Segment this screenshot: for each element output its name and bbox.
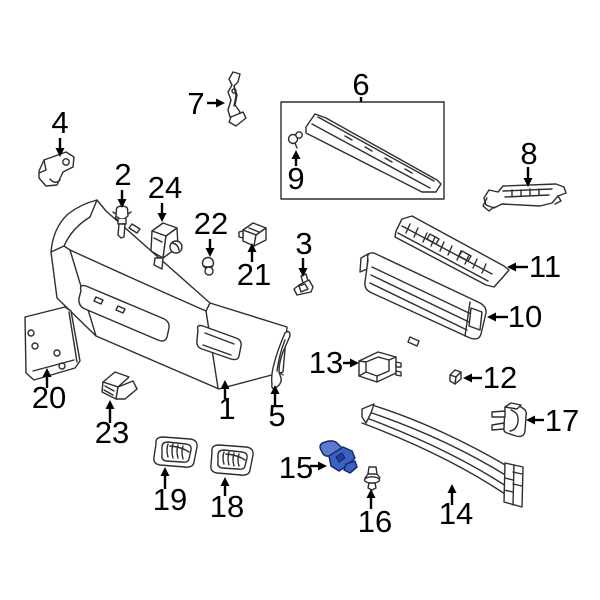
part-1-callout: 1	[218, 380, 236, 426]
part-17-label[interactable]: 17	[545, 403, 579, 438]
part-14-label[interactable]: 14	[439, 496, 473, 531]
part-14-reinforcement-beam-drawing	[361, 403, 524, 508]
part-21-label[interactable]: 21	[237, 257, 271, 292]
part-11-arrow	[507, 262, 528, 272]
part-24-arrow	[157, 203, 167, 222]
part-6-support-bar-drawing	[305, 113, 442, 193]
part-7-pillar-bracket-drawing	[227, 71, 247, 127]
part-22-label[interactable]: 22	[194, 206, 228, 241]
part-11-callout: 11	[507, 249, 561, 284]
part-4-callout: 4	[51, 105, 69, 157]
part-6-box-frame	[280, 101, 445, 200]
part-24-callout: 24	[148, 170, 182, 222]
part-17-arrow	[526, 415, 544, 425]
part-9-callout: 9	[287, 150, 305, 196]
part-3-clip-drawing	[293, 273, 314, 296]
part-13-label[interactable]: 13	[309, 345, 343, 380]
part-4-label[interactable]: 4	[51, 105, 68, 140]
part-12-arrow	[463, 373, 482, 383]
part-1-bumper-cover-drawing	[50, 199, 288, 390]
part-17-clamp-bracket-drawing	[491, 402, 527, 438]
part-5-side-retainer-drawing	[270, 330, 291, 390]
part-23-bracket-drawing	[101, 371, 138, 400]
part-22-arrow	[205, 239, 215, 257]
part-4-arrow	[55, 138, 65, 157]
part-18-callout: 18	[210, 477, 244, 524]
part-16-fastener-drawing	[363, 466, 381, 491]
part-8-arrow	[523, 167, 533, 187]
part-13-callout: 13	[309, 345, 359, 380]
part-21-callout: 21	[237, 243, 271, 292]
part-13-frame-bracket-drawing	[358, 351, 402, 383]
part-5-label[interactable]: 5	[268, 398, 285, 433]
part-12-callout: 12	[463, 360, 517, 395]
part-8-label[interactable]: 8	[520, 136, 537, 171]
part-1-label[interactable]: 1	[218, 391, 235, 426]
part-10-lower-grille-drawing	[359, 252, 487, 347]
part-6-callout: 6	[352, 67, 370, 102]
part-24-label[interactable]: 24	[148, 170, 182, 205]
part-21-arrow	[247, 243, 257, 262]
part-19-fog-cover-drawing	[153, 436, 198, 468]
part-12-nut-drawing	[449, 369, 462, 385]
part-14-arrow	[447, 484, 457, 505]
callouts: 4 7 2 24 22	[32, 67, 579, 539]
part-6-boxed-assembly	[280, 101, 445, 200]
part-23-callout: 23	[95, 400, 129, 450]
part-1-arrow	[220, 380, 230, 399]
part-2-callout: 2	[114, 157, 132, 208]
part-11-upper-support-drawing	[394, 215, 510, 288]
part-20-label[interactable]: 20	[32, 380, 66, 415]
part-15-label[interactable]: 15	[279, 450, 313, 485]
part-21-sensor-drawing	[238, 222, 267, 247]
part-8-rail-bracket-drawing	[482, 183, 567, 212]
part-6-label[interactable]: 6	[352, 67, 369, 102]
part-19-callout: 19	[153, 467, 187, 517]
part-2-sensor-drawing	[112, 205, 132, 239]
part-18-label[interactable]: 18	[210, 489, 244, 524]
part-4-bracket-drawing	[38, 151, 75, 187]
part-3-callout: 3	[295, 226, 313, 277]
part-22-grommet-drawing	[201, 256, 215, 276]
part-9-arrow	[291, 150, 301, 166]
part-11-label[interactable]: 11	[529, 249, 561, 284]
part-23-arrow	[105, 400, 115, 423]
part-7-label[interactable]: 7	[187, 86, 204, 121]
part-9-label[interactable]: 9	[287, 161, 304, 196]
part-18-arrow	[220, 477, 230, 496]
part-3-arrow	[298, 258, 308, 277]
part-16-arrow	[366, 489, 376, 509]
part-13-arrow	[343, 358, 359, 368]
part-18-fog-cover-drawing	[210, 444, 254, 476]
part-7-callout: 7	[187, 86, 225, 121]
part-20-arrow	[42, 368, 52, 388]
part-9-clip-drawing	[287, 131, 303, 149]
part-20-plate-bracket-drawing	[24, 306, 81, 381]
part-19-arrow	[160, 467, 170, 489]
part-19-label[interactable]: 19	[153, 482, 187, 517]
part-7-arrow	[207, 98, 225, 108]
part-5-arrow	[270, 385, 280, 405]
part-3-label[interactable]: 3	[295, 226, 312, 261]
part-10-arrow	[487, 312, 508, 322]
part-16-label[interactable]: 16	[358, 504, 392, 539]
part-12-label[interactable]: 12	[483, 360, 517, 395]
part-2-arrow	[117, 190, 127, 208]
part-17-callout: 17	[526, 403, 579, 438]
part-10-label[interactable]: 10	[508, 299, 542, 334]
part-23-label[interactable]: 23	[95, 415, 129, 450]
part-22-callout: 22	[194, 206, 228, 257]
part-14-callout: 14	[439, 484, 473, 531]
part-24-sensor-drawing	[150, 222, 183, 270]
part-15-arrow	[310, 461, 327, 471]
part-16-callout: 16	[358, 489, 392, 539]
part-15-highlighted-bracket-drawing[interactable]	[319, 440, 358, 474]
part-20-callout: 20	[32, 368, 66, 415]
part-5-callout: 5	[268, 385, 286, 433]
part-8-callout: 8	[520, 136, 538, 187]
part-2-label[interactable]: 2	[114, 157, 131, 192]
part-10-callout: 10	[487, 299, 542, 334]
part-15-callout: 15	[279, 450, 327, 485]
